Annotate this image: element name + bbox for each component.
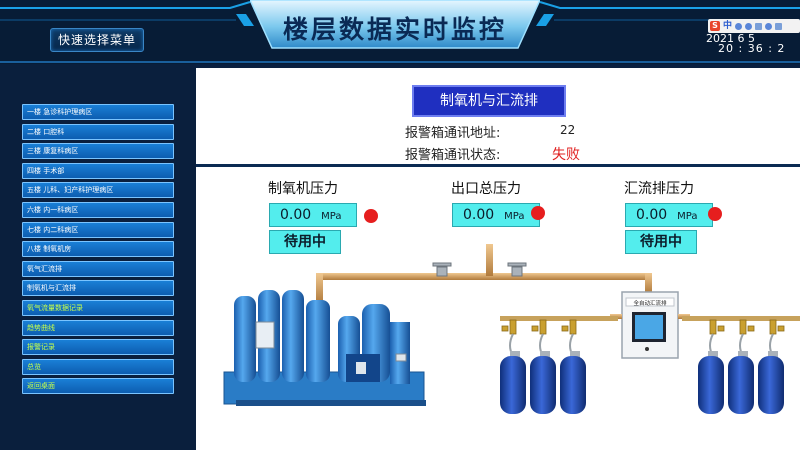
title-plate	[250, 0, 540, 49]
manifold-pressure-unit: MPa	[677, 211, 698, 222]
generator-pressure-value: 0.00	[280, 207, 312, 223]
floor-nav-list: 一楼 急诊科护理病区二楼 口腔科三楼 康复科病区四楼 手术部五楼 儿科、妇产科护…	[22, 104, 174, 398]
pipe-network	[316, 244, 652, 303]
manifold-controller-icon	[610, 291, 690, 359]
section-title-button[interactable]: 制氧机与汇流排	[412, 85, 566, 117]
header-bar: 楼层数据实时监控 快速选择菜单 S 中 2021 6 5 20 : 36 : 2	[0, 0, 800, 64]
alarm-status-label: 报警箱通讯状态:	[405, 148, 501, 163]
equipment-diagram: 全自动汇流排	[223, 244, 800, 414]
gas-cylinder-group-left	[500, 316, 618, 414]
sogou-logo-icon: S	[710, 21, 720, 31]
sidebar-item[interactable]: 报警记录	[22, 339, 174, 356]
manifold-alarm-indicator	[708, 207, 722, 221]
date-display: 2021 6 5	[706, 32, 755, 45]
manifold-pressure-value: 0.00	[636, 207, 668, 223]
section-divider	[196, 164, 800, 167]
sidebar-item[interactable]: 制氧机与汇流排	[22, 280, 174, 297]
page-title: 楼层数据实时监控	[282, 15, 507, 44]
alarm-address-label: 报警箱通讯地址:	[405, 126, 501, 141]
manifold-status-button[interactable]: 待用中	[625, 230, 697, 254]
outlet-pressure-value: 0.00	[463, 207, 495, 223]
toolbox-icon[interactable]	[775, 22, 783, 30]
ime-language-indicator[interactable]: 中	[723, 21, 733, 31]
gas-cylinder-group-right	[682, 316, 800, 414]
sidebar: 一楼 急诊科护理病区二楼 口腔科三楼 康复科病区四楼 手术部五楼 儿科、妇产科护…	[0, 64, 196, 450]
sidebar-item[interactable]: 一楼 急诊科护理病区	[22, 104, 174, 120]
oxygen-generator-icon	[223, 290, 426, 406]
sidebar-item[interactable]: 氧气汇流排	[22, 260, 174, 277]
sidebar-item[interactable]: 返回桌面	[22, 378, 174, 395]
sidebar-item[interactable]: 七楼 内二科病区	[22, 221, 174, 238]
generator-status-button[interactable]: 待用中	[269, 230, 341, 254]
sidebar-item[interactable]: 六楼 内一科病区	[22, 201, 174, 218]
outlet-pressure-title: 出口总压力	[451, 181, 521, 197]
alarm-address-value: 22	[560, 123, 576, 137]
keyboard-icon[interactable]	[755, 22, 763, 30]
ime-toolbar[interactable]: S 中	[708, 19, 800, 33]
sidebar-item[interactable]: 五楼 儿科、妇产科护理病区	[22, 182, 174, 199]
quick-menu-button[interactable]: 快速选择菜单	[50, 28, 144, 52]
microphone-icon[interactable]	[745, 22, 753, 30]
sidebar-item[interactable]: 八楼 制氧机房	[22, 241, 174, 258]
outlet-pressure-display: 0.00 MPa	[452, 203, 540, 227]
generator-pressure-display: 0.00 MPa	[269, 203, 357, 227]
punctuation-icon[interactable]	[735, 22, 743, 30]
main-panel: 制氧机与汇流排 报警箱通讯地址: 22 报警箱通讯状态: 失败	[196, 64, 800, 450]
sidebar-item[interactable]: 四楼 手术部	[22, 162, 174, 179]
sidebar-item[interactable]: 趋势曲线	[22, 319, 174, 336]
sidebar-item[interactable]: 二楼 口腔科	[22, 123, 174, 140]
generator-pressure-title: 制氧机压力	[268, 181, 338, 197]
alarm-status-value: 失败	[552, 147, 580, 163]
outlet-pressure-unit: MPa	[504, 211, 525, 222]
manifold-pressure-display: 0.00 MPa	[625, 203, 713, 227]
valve-icon	[432, 262, 527, 277]
manifold-label: 全自动汇流排	[633, 299, 667, 307]
generator-pressure-unit: MPa	[321, 211, 342, 222]
generator-alarm-indicator	[364, 209, 378, 223]
skin-icon[interactable]	[765, 22, 773, 30]
sidebar-item[interactable]: 三楼 康复科病区	[22, 143, 174, 160]
outlet-alarm-indicator	[531, 206, 545, 220]
sidebar-item[interactable]: 氧气流量数据记录	[22, 299, 174, 316]
sidebar-item[interactable]: 总览	[22, 358, 174, 375]
header-decoration	[0, 1, 800, 63]
time-display: 20 : 36 : 2	[718, 42, 786, 55]
manifold-pressure-title: 汇流排压力	[624, 181, 694, 197]
